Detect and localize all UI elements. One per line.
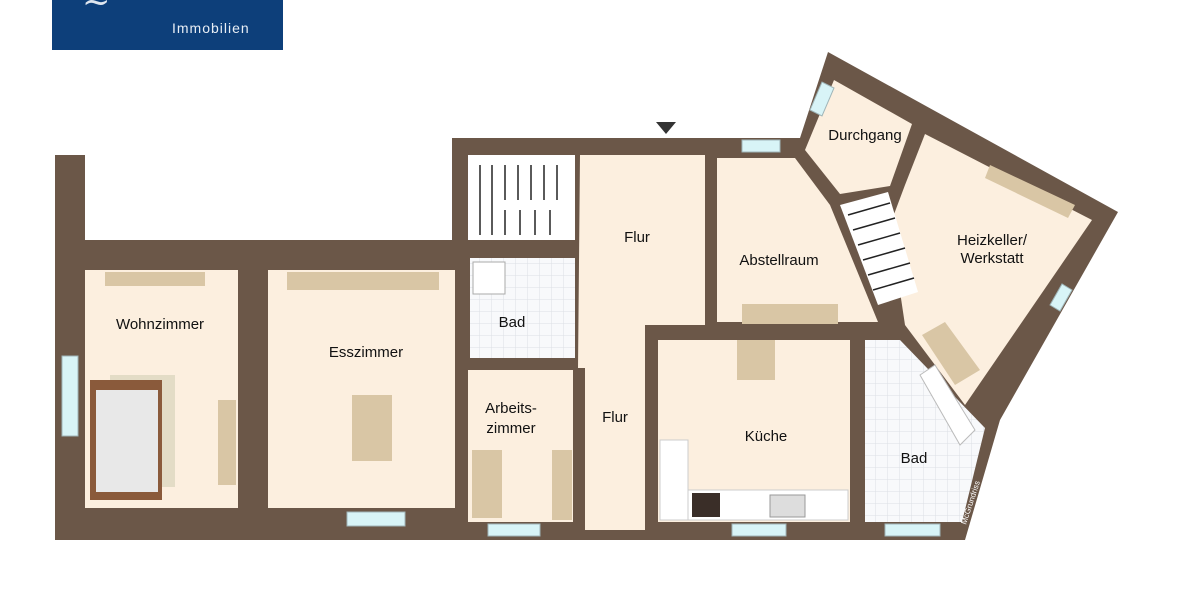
room-flur [578, 155, 705, 530]
label-kueche: Küche [745, 428, 788, 445]
label-bad-left: Bad [499, 314, 526, 331]
label-arbeitszimmer-2: zimmer [486, 420, 535, 437]
room-abstellraum [717, 158, 878, 322]
label-flur-top: Flur [624, 229, 650, 246]
label-bad-right: Bad [901, 450, 928, 467]
logo-script: ~ [82, 0, 111, 22]
label-heizkeller-2: Werkstatt [960, 250, 1024, 267]
label-durchgang: Durchgang [828, 127, 901, 144]
label-wohnzimmer: Wohnzimmer [116, 316, 204, 333]
furniture [90, 165, 1075, 521]
label-abstellraum: Abstellraum [739, 252, 818, 269]
room-esszimmer [268, 270, 455, 508]
windows [61, 81, 1073, 537]
company-logo: ~ Immobilien [52, 0, 283, 50]
room-staircase [468, 155, 575, 240]
label-flur-bottom: Flur [602, 409, 628, 426]
label-heizkeller-1: Heizkeller/ [957, 232, 1028, 249]
label-esszimmer: Esszimmer [329, 344, 403, 361]
stairs-down [840, 192, 918, 305]
entrance-arrow-icon [656, 122, 676, 134]
room-durchgang [805, 80, 912, 194]
staircase-steps [479, 165, 915, 291]
label-arbeitszimmer-1: Arbeits- [485, 400, 537, 417]
logo-subtitle: Immobilien [172, 20, 250, 36]
room-bad-right [865, 340, 985, 522]
